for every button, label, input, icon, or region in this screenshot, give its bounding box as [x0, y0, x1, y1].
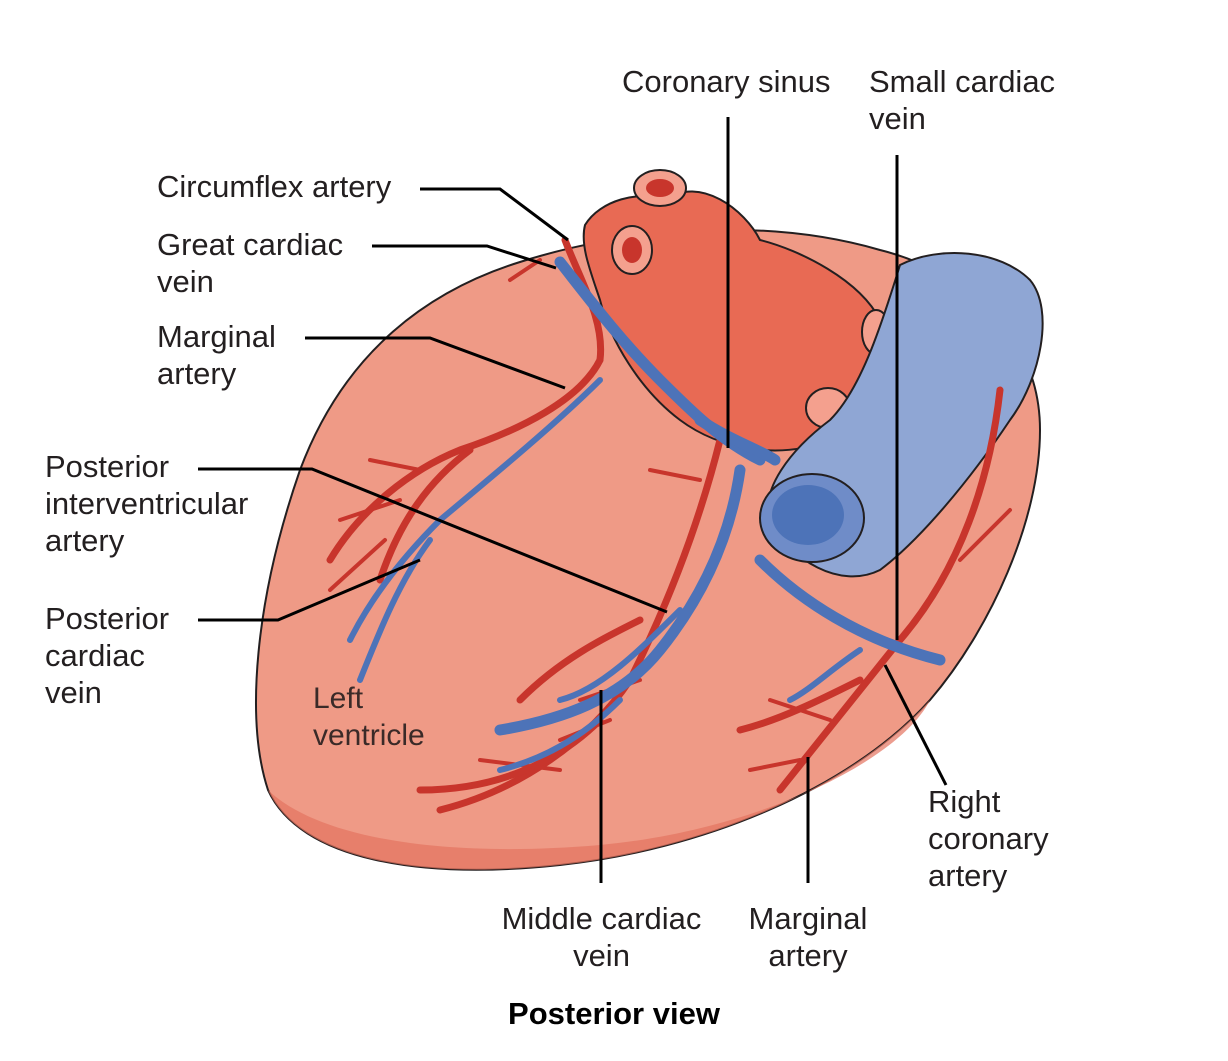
- leader-marginal-artery-left: [305, 336, 566, 390]
- leader-lines: [198, 117, 948, 883]
- right-coronary-artery-path: [776, 386, 1004, 794]
- leader-great-cardiac-vein: [372, 244, 557, 270]
- leader-posterior-interventricular-artery: [198, 467, 668, 614]
- label-left-ventricle: Left ventricle: [313, 682, 425, 752]
- leader-circumflex-artery: [420, 187, 569, 242]
- label-circumflex-artery: Circumflex artery: [157, 169, 392, 204]
- veins: [494, 256, 946, 736]
- label-marginal-artery-left: Marginal artery: [157, 319, 276, 391]
- artery-branch-4: [416, 716, 604, 794]
- middle-cardiac-vein-path: [494, 464, 746, 736]
- label-great-cardiac-vein: Great cardiac vein: [157, 227, 344, 299]
- vessel-opening-2-inner: [622, 237, 642, 263]
- marginal-artery-left-path: [326, 356, 604, 564]
- label-middle-cardiac-vein: Middle cardiac vein: [501, 901, 702, 973]
- leader-posterior-cardiac-vein: [198, 558, 421, 622]
- leader-right-coronary-artery: [883, 664, 948, 786]
- coronary-sinus-path: [694, 414, 781, 466]
- label-posterior-cardiac-vein: Posterior cardiac vein: [45, 601, 170, 710]
- small-cardiac-vein-path: [754, 554, 946, 666]
- figure-caption: Posterior view: [508, 996, 720, 1031]
- label-coronary-sinus: Coronary sinus: [622, 64, 831, 99]
- artery-branch-1: [376, 446, 474, 584]
- label-small-cardiac-vein: Small cardiac vein: [869, 64, 1056, 136]
- vena-cava-opening-inner: [772, 485, 844, 545]
- label-right-coronary-artery: Right coronary artery: [928, 784, 1049, 893]
- label-posterior-interventricular-artery: Posterior interventricular artery: [45, 449, 249, 558]
- artery-branch-2: [516, 616, 644, 704]
- vessel-opening-1-inner: [646, 179, 674, 197]
- label-marginal-artery-right: Marginal artery: [748, 901, 868, 973]
